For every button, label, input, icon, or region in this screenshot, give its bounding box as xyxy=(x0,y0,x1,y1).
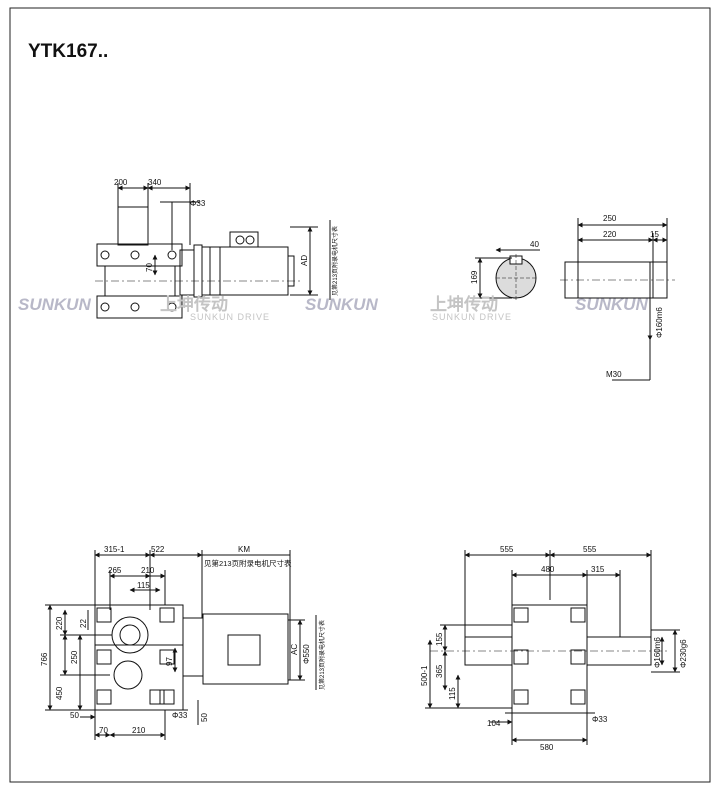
dim-315: 315-1 xyxy=(104,545,125,554)
dim-480: 480 xyxy=(541,565,555,574)
dim-766: 766 xyxy=(40,652,49,666)
terminal-box xyxy=(229,231,259,248)
svg-text:SUNKUN DRIVE: SUNKUN DRIVE xyxy=(190,312,270,322)
drawing-border xyxy=(9,7,711,783)
dim-phi33: Φ33 xyxy=(172,711,188,720)
dim-250: 250 xyxy=(603,214,617,223)
motor-body xyxy=(201,246,289,296)
svg-text:上坤传动: 上坤传动 xyxy=(160,294,228,314)
dim-50-left: 50 xyxy=(70,711,79,720)
dim-104: 104 xyxy=(487,719,501,728)
dim-200: 200 xyxy=(114,178,128,187)
note-motor-vertical: 见第213页附录电机尺寸表 xyxy=(318,620,326,690)
svg-text:上坤传动: 上坤传动 xyxy=(430,294,498,314)
svg-text:SUNKUN: SUNKUN xyxy=(305,295,378,314)
view-front xyxy=(45,550,317,740)
dim-340: 340 xyxy=(148,178,162,187)
dim-210-top: 210 xyxy=(141,566,155,575)
dim-155: 155 xyxy=(435,632,444,646)
view-top-left xyxy=(95,183,331,319)
dim-phi33: Φ33 xyxy=(592,715,608,724)
dim-phi230g6: Φ230g6 xyxy=(679,639,688,668)
dim-70: 70 xyxy=(99,726,108,735)
dim-250: 250 xyxy=(70,650,79,664)
dim-m30: M30 xyxy=(606,370,622,379)
dim-315: 315 xyxy=(591,565,605,574)
dim-555-right: 555 xyxy=(583,545,597,554)
dim-ad: AD xyxy=(300,255,309,266)
dim-580: 580 xyxy=(540,743,554,752)
dim-265: 265 xyxy=(108,566,122,575)
dim-40: 40 xyxy=(530,240,539,249)
dim-450: 450 xyxy=(55,686,64,700)
dim-70: 70 xyxy=(145,263,154,272)
motor-flange xyxy=(182,617,204,677)
watermark: SUNKUN 上坤传动 SUNKUN DRIVE SUNKUN 上坤传动 SUN… xyxy=(18,294,648,322)
dim-15: 15 xyxy=(650,230,659,239)
note-motor-table: 见第213页附录电机尺寸表 xyxy=(331,226,339,296)
note-motor-table: 见第213页附录电机尺寸表 xyxy=(204,558,292,568)
shaft-left xyxy=(464,636,513,666)
motor-body xyxy=(202,613,289,685)
motor-flange xyxy=(193,244,203,298)
dim-555-left: 555 xyxy=(500,545,514,554)
view-shaft xyxy=(475,218,675,381)
dim-220: 220 xyxy=(603,230,617,239)
output-bore xyxy=(111,616,149,654)
dim-97: 97 xyxy=(165,657,174,666)
dim-phi33: Φ33 xyxy=(190,199,206,208)
dim-365: 365 xyxy=(435,664,444,678)
side-housing xyxy=(511,604,588,714)
dim-50-right: 50 xyxy=(200,713,209,722)
terminal-box xyxy=(227,634,261,666)
output-shaft xyxy=(117,206,149,246)
view-side xyxy=(425,550,680,745)
svg-text:SUNKUN: SUNKUN xyxy=(18,295,91,314)
svg-text:SUNKUN DRIVE: SUNKUN DRIVE xyxy=(432,312,512,322)
dim-522: 522 xyxy=(151,545,165,554)
svg-text:SUNKUN: SUNKUN xyxy=(575,295,648,314)
dim-ac: AC xyxy=(290,644,299,655)
housing-flange-bottom xyxy=(96,295,183,319)
dim-phi160m6: Φ160m6 xyxy=(655,307,664,338)
dim-22: 22 xyxy=(79,619,88,628)
dim-km: KM xyxy=(238,545,250,554)
dim-phi160m6: Φ160m6 xyxy=(653,637,662,668)
dim-phi550: Φ550 xyxy=(302,644,311,664)
model-title: YTK167.. xyxy=(28,41,108,62)
dim-500: 500-1 xyxy=(420,665,429,686)
dim-210-bottom: 210 xyxy=(132,726,146,735)
dim-169: 169 xyxy=(470,270,479,284)
dim-115: 115 xyxy=(448,687,457,700)
dim-115: 115 xyxy=(137,581,150,590)
dim-220: 220 xyxy=(55,616,64,630)
